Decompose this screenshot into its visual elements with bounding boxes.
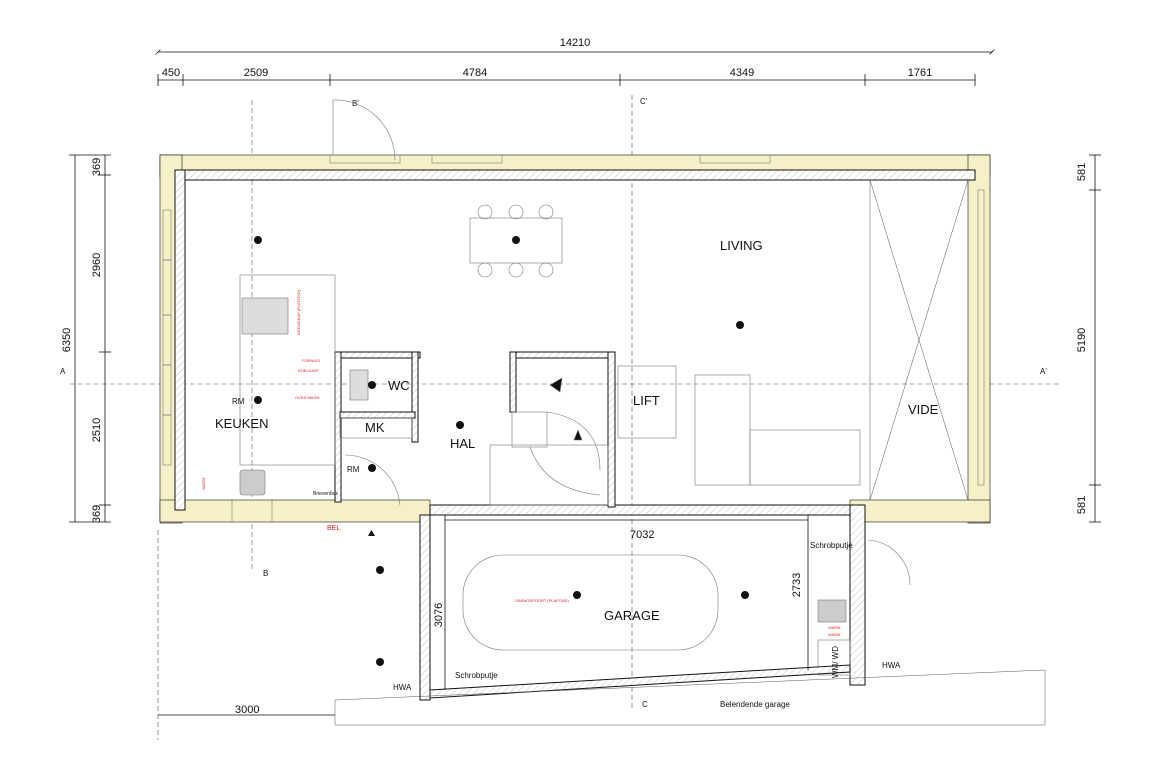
room-hal: HAL (450, 436, 475, 451)
dim-right-seg: 581 (1076, 496, 1088, 514)
section-c-prime: C' (640, 97, 648, 106)
section-a-prime: A' (1040, 367, 1047, 376)
annotations: RM RM BEL Brievenbus Schrobputje Schrobp… (201, 289, 901, 709)
room-labels: LIVING KEUKEN WC MK HAL LIFT VIDE GARAGE… (215, 238, 939, 678)
dim-seg: 4784 (463, 67, 487, 79)
label-afzuigkap: AFZUIGKAP (PLAFOND) (296, 289, 301, 335)
label-hwa: HWA (393, 683, 412, 692)
dim-left-seg: 369 (91, 158, 103, 176)
room-vide: VIDE (908, 402, 939, 417)
label-oven: OVEN MAGN (295, 395, 320, 400)
room-keuken: KEUKEN (215, 416, 268, 431)
dim-total: 14210 (560, 37, 591, 49)
room-wm-wd: WM/ WD (831, 646, 840, 678)
room-mk: MK (365, 420, 385, 435)
dimension-top: 14210 450 2509 4784 4349 1761 (155, 37, 995, 86)
label-warm: WARM (828, 632, 841, 637)
section-c: C (642, 700, 648, 709)
staircase (489, 377, 609, 506)
dim-seg: 4349 (730, 67, 754, 79)
dimension-right: 581 5190 581 (1076, 154, 1101, 523)
label-garagepoort: GARAGEPOORT (PLAFOND) (515, 598, 570, 603)
label-belendende-garage: Belendende garage (720, 700, 790, 709)
furniture (239, 99, 969, 676)
dim-left-seg: 2510 (91, 418, 103, 442)
room-lift: LIFT (633, 393, 660, 408)
light-fixtures (254, 236, 749, 666)
room-garage: GARAGE (604, 608, 660, 623)
label-schrobputje: Schrobputje (810, 541, 853, 550)
label-rm: RM (347, 465, 360, 474)
label-schrobputje: Schrobputje (455, 671, 498, 680)
interior-walls (334, 351, 616, 508)
section-lines: A A' B' B C' C (60, 95, 1060, 740)
label-warm: WARM (828, 625, 841, 630)
dim-right-seg: 581 (1076, 163, 1088, 181)
garage-dimensions: 7032 3076 2733 3000 (235, 529, 803, 716)
dim-right-seg: 5190 (1076, 328, 1088, 352)
dim-left-total: 6350 (61, 328, 73, 352)
label-hwa: HWA (882, 661, 901, 670)
label-brievenbus: Brievenbus (313, 491, 339, 497)
section-b: B (263, 569, 268, 578)
dim-seg: 1761 (908, 67, 932, 79)
dim-garage-depth-right: 2733 (791, 573, 803, 597)
label-koelkast: KOELKAST (298, 368, 320, 373)
dim-left-seg: 369 (91, 505, 103, 523)
label-warm: WARM (201, 477, 206, 490)
label-rm: RM (232, 397, 245, 406)
room-living: LIVING (720, 238, 763, 253)
dim-garage-depth-left: 3076 (433, 603, 445, 627)
dim-offset-bottom: 3000 (235, 704, 259, 716)
dimension-left: 369 2960 2510 369 6350 (61, 154, 111, 523)
dim-garage-width: 7032 (630, 529, 654, 541)
label-bel: BEL (327, 525, 340, 532)
garage-boundary (158, 515, 1046, 726)
exterior-walls (159, 154, 991, 701)
dim-seg: 450 (162, 67, 180, 79)
section-a: A (60, 367, 66, 376)
room-wc: WC (388, 378, 410, 393)
dim-left-seg: 2960 (91, 253, 103, 277)
label-fornuis: FORNUIS (302, 358, 320, 363)
dim-seg: 2509 (244, 67, 268, 79)
